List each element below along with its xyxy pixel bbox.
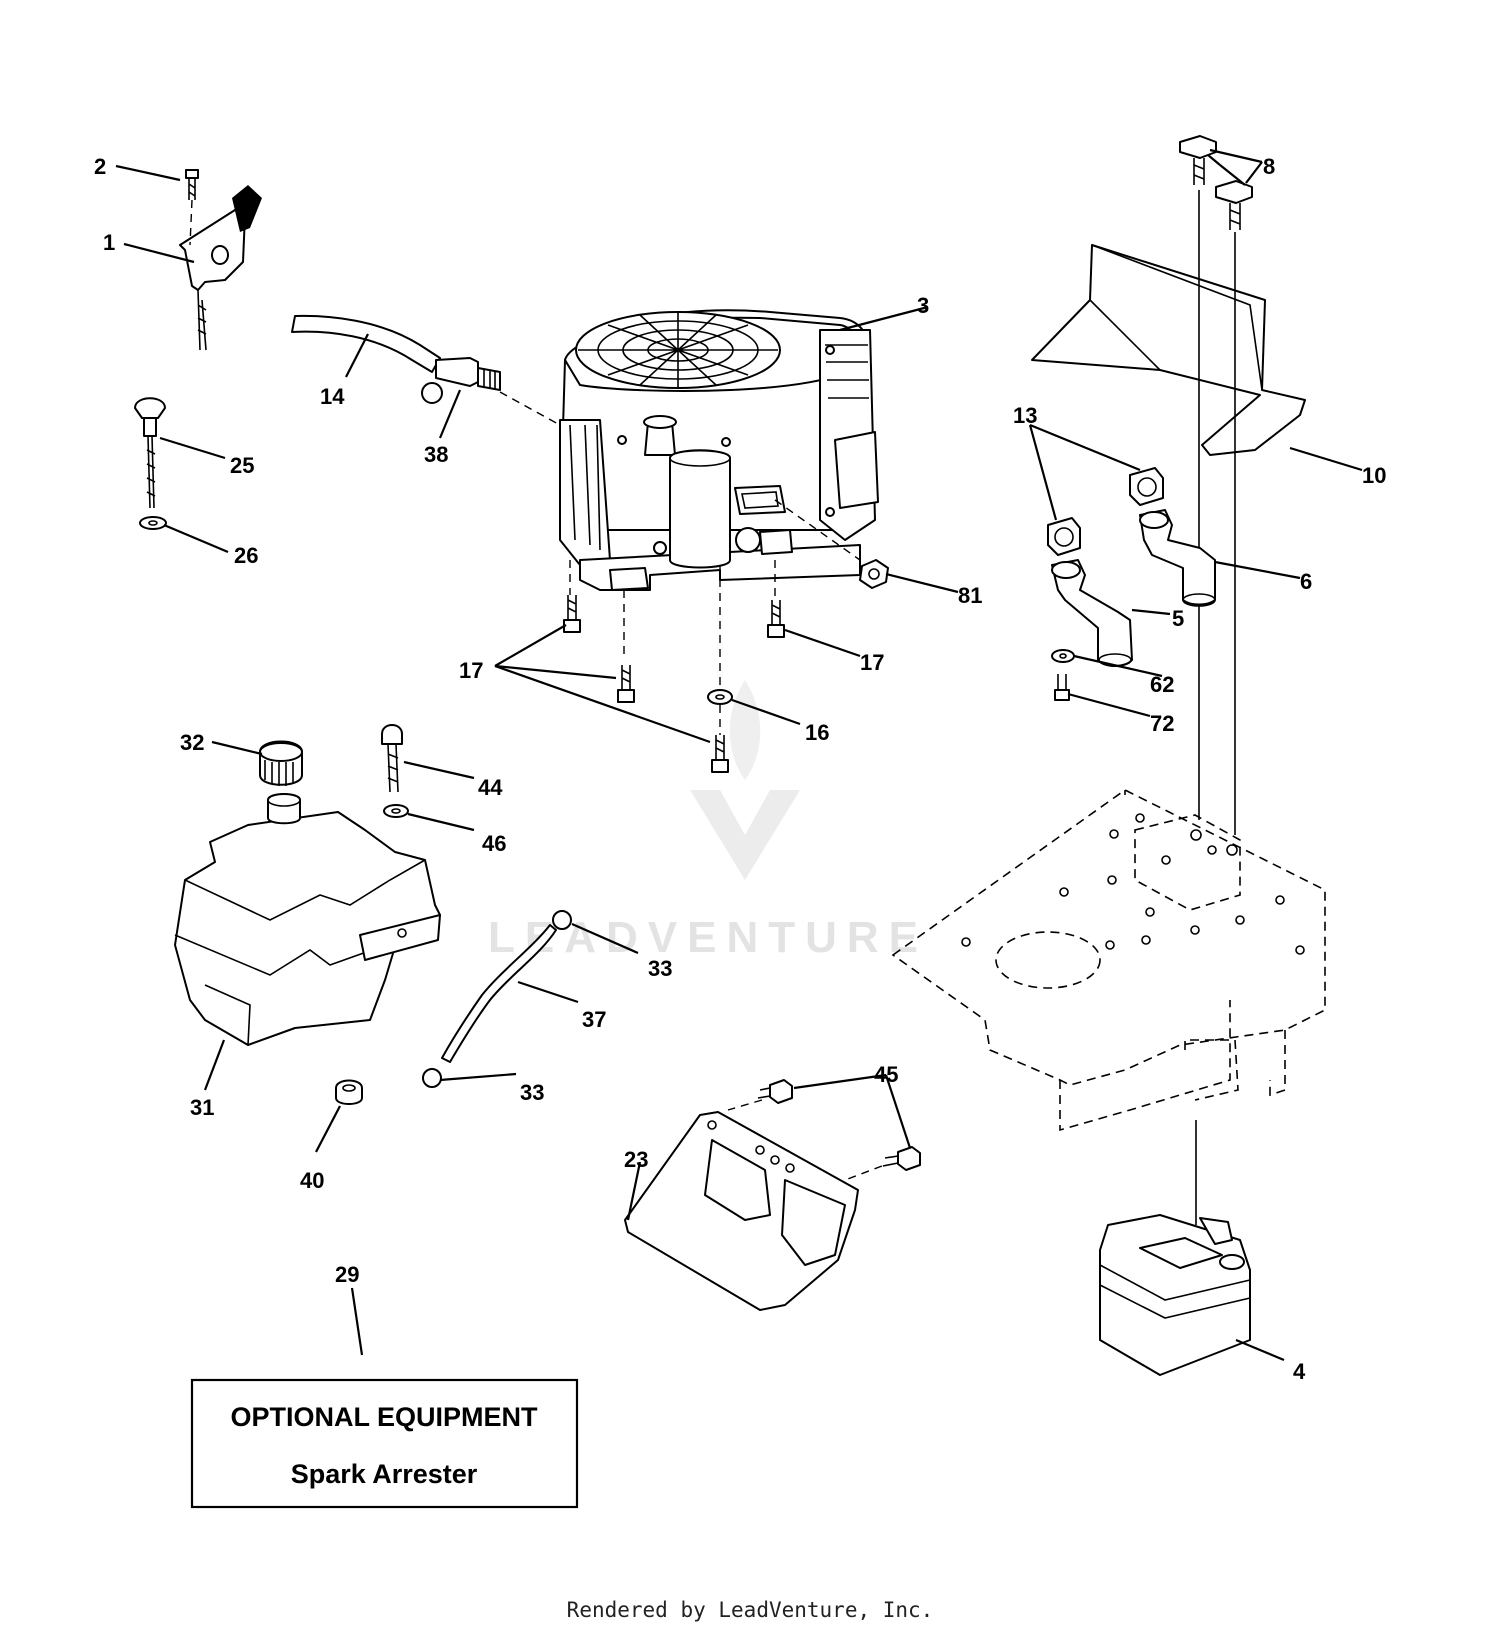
watermark-logo-icon: [690, 790, 800, 880]
chassis-frame: [891, 789, 1326, 1132]
label-2: 2: [94, 154, 106, 179]
label-29: 29: [335, 1262, 359, 1287]
fuel-line-37: [441, 924, 557, 1063]
watermark: LEADVENTURE: [488, 680, 918, 962]
label-3: 3: [917, 293, 929, 318]
screw-44: [381, 724, 403, 793]
muffler-4: [1099, 1214, 1251, 1376]
clamp-33-bottom: [422, 1068, 442, 1088]
washer-46: [383, 804, 409, 818]
label-37: 37: [582, 1007, 606, 1032]
exhaust-pipe-6: [1139, 509, 1216, 607]
bolt-17-b: [617, 665, 635, 703]
label-40: 40: [300, 1168, 324, 1193]
heat-shield-10: [1031, 244, 1306, 456]
label-8: 8: [1263, 154, 1275, 179]
fuel-cap-32: [259, 740, 303, 786]
bolt-17-c: [767, 600, 785, 638]
gaskets-13: [1047, 467, 1164, 556]
bolt-17-d: [711, 735, 729, 773]
throttle-control-assembly: [179, 169, 262, 351]
label-81: 81: [958, 583, 982, 608]
grommet-40: [335, 1079, 363, 1105]
label-44: 44: [478, 775, 503, 800]
optional-equipment-box: OPTIONAL EQUIPMENT Spark Arrester: [190, 1378, 579, 1509]
label-26: 26: [234, 543, 258, 568]
clamp-33-top: [552, 910, 572, 930]
label-5: 5: [1172, 606, 1184, 631]
label-45: 45: [874, 1062, 898, 1087]
label-33-top: 33: [648, 956, 672, 981]
label-4: 4: [1293, 1359, 1306, 1384]
bolt-17-a: [563, 595, 581, 633]
fuel-tank-31: [174, 793, 441, 1046]
label-13: 13: [1013, 403, 1037, 428]
washer-62: [1051, 649, 1075, 663]
label-14: 14: [320, 384, 345, 409]
label-6: 6: [1300, 569, 1312, 594]
leader-lines: [115, 148, 1363, 1362]
label-31: 31: [190, 1095, 214, 1120]
label-16: 16: [805, 720, 829, 745]
bolt-72: [1054, 674, 1070, 701]
label-38: 38: [424, 442, 448, 467]
label-32: 32: [180, 730, 204, 755]
label-17-left: 17: [459, 658, 483, 683]
choke-knob-parts: [134, 397, 167, 530]
optional-equipment-title: OPTIONAL EQUIPMENT: [230, 1402, 538, 1432]
label-10: 10: [1362, 463, 1386, 488]
nut-81: [859, 559, 889, 589]
label-17-right: 17: [860, 650, 884, 675]
footer-credit: Rendered by LeadVenture, Inc.: [567, 1598, 934, 1622]
engine-assembly: [559, 309, 879, 591]
watermark-flame-icon: [729, 680, 761, 780]
spark-arrester-text: Spark Arrester: [291, 1459, 478, 1489]
label-62: 62: [1150, 672, 1174, 697]
label-25: 25: [230, 453, 254, 478]
label-1: 1: [103, 230, 115, 255]
mounting-plate-23: [624, 1111, 859, 1311]
label-72: 72: [1150, 711, 1174, 736]
label-23: 23: [624, 1147, 648, 1172]
bolts-45: [757, 1079, 921, 1171]
callout-labels: 2 1 3 14 38 8 10 13 6 5 62 72 81 17 17 1…: [94, 154, 1386, 1384]
lock-washer-16: [707, 689, 733, 705]
label-46: 46: [482, 831, 506, 856]
label-33-bottom: 33: [520, 1080, 544, 1105]
fuel-line-parts: [291, 314, 561, 426]
